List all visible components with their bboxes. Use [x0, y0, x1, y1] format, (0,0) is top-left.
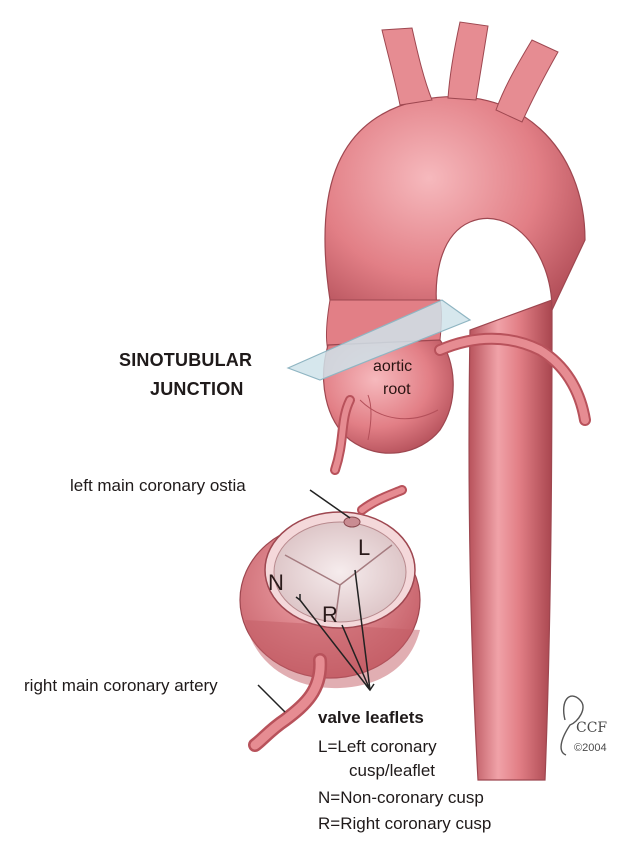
leaflet-R-label: R [322, 605, 338, 625]
valve-leaflets-label: valve leaflets [318, 708, 424, 728]
legend-L-line1: L=Left coronary [318, 737, 437, 757]
legend-R: R=Right coronary cusp [318, 814, 491, 834]
aortic-label: aortic [373, 357, 412, 377]
credit-year: ©2004 [574, 738, 607, 758]
left-carotid-branch [448, 22, 488, 100]
leader-right-artery [258, 685, 285, 712]
legend-L-line2: cusp/leaflet [349, 761, 435, 781]
descending-aorta [469, 300, 552, 780]
brachiocephalic-branch [382, 28, 432, 105]
left-ostium [344, 517, 360, 527]
credit-org: CCF [576, 718, 607, 738]
left-main-coronary-ostia-label: left main coronary ostia [70, 476, 246, 496]
right-main-coronary-artery-label: right main coronary artery [24, 676, 218, 696]
sinotubular-label-1: SINOTUBULAR [119, 350, 252, 370]
left-subclavian-branch [496, 40, 558, 122]
sinotubular-label-2: JUNCTION [150, 379, 244, 399]
valve-opening [274, 522, 406, 622]
aortic-arch [325, 97, 585, 330]
legend-N: N=Non-coronary cusp [318, 788, 484, 808]
leaflet-L-label: L [358, 538, 370, 558]
leaflet-N-label: N [268, 573, 284, 593]
root-label: root [383, 380, 411, 400]
